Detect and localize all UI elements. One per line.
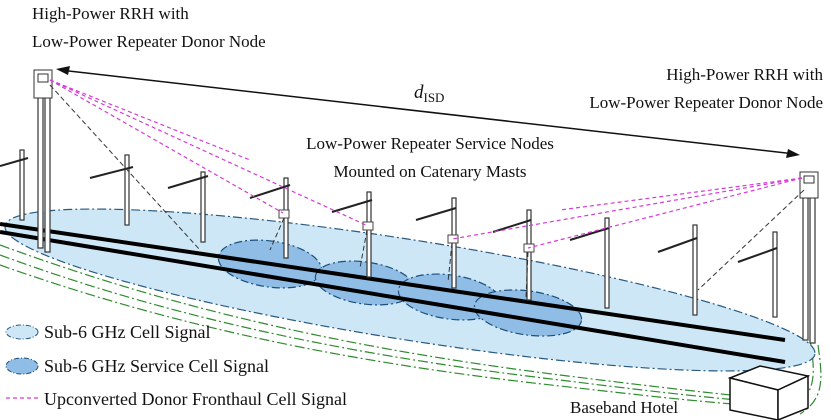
right-rrh-label-line2: Low-Power Repeater Donor Node xyxy=(589,93,823,112)
left-rrh-label-line1: High-Power RRH with xyxy=(32,4,189,23)
catenary-mast-10 xyxy=(0,149,29,221)
legend-fronthaul-label: Upconverted Donor Fronthaul Cell Signal xyxy=(44,389,347,409)
catenary-mast-6 xyxy=(492,209,532,301)
left-rrh-mast xyxy=(33,69,53,253)
isd-label-main: d xyxy=(414,82,424,103)
rail-upper xyxy=(0,222,786,342)
rail-lower xyxy=(0,230,786,364)
right-rrh-mast xyxy=(799,171,819,344)
legend-service-swatch xyxy=(5,357,39,375)
isd-label-sub: ISD xyxy=(424,90,445,105)
isd-arrow xyxy=(56,66,800,158)
catenary-mast-7 xyxy=(569,217,610,309)
service-nodes-label-line1: Low-Power Repeater Service Nodes xyxy=(306,134,554,153)
catenary-mast-9 xyxy=(737,231,778,318)
legend-service-label: Sub-6 GHz Service Cell Signal xyxy=(44,356,269,376)
repeater-node-1 xyxy=(278,209,290,219)
repeater-node-2 xyxy=(362,221,374,231)
catenary-mast-8 xyxy=(657,224,698,316)
repeater-node-3 xyxy=(447,234,459,244)
railway-track xyxy=(0,222,786,364)
service-nodes-label-line2: Mounted on Catenary Masts xyxy=(333,162,526,181)
left-rrh-label-line2: Low-Power Repeater Donor Node xyxy=(32,32,266,51)
legend: Sub-6 GHz Cell Signal Sub-6 GHz Service … xyxy=(5,322,347,409)
legend-cell-swatch xyxy=(5,324,39,340)
isd-label: dISD xyxy=(414,82,444,105)
baseband-hotel-label: Baseband Hotel xyxy=(570,398,678,417)
fronthaul-links xyxy=(49,79,803,249)
catenary-mast-4 xyxy=(331,191,373,278)
catenary-mast-2 xyxy=(167,171,209,243)
legend-cell-label: Sub-6 GHz Cell Signal xyxy=(44,322,211,342)
right-rrh-label-line1: High-Power RRH with xyxy=(666,65,823,84)
local-links xyxy=(49,84,805,299)
baseband-hotel-box xyxy=(727,365,811,420)
